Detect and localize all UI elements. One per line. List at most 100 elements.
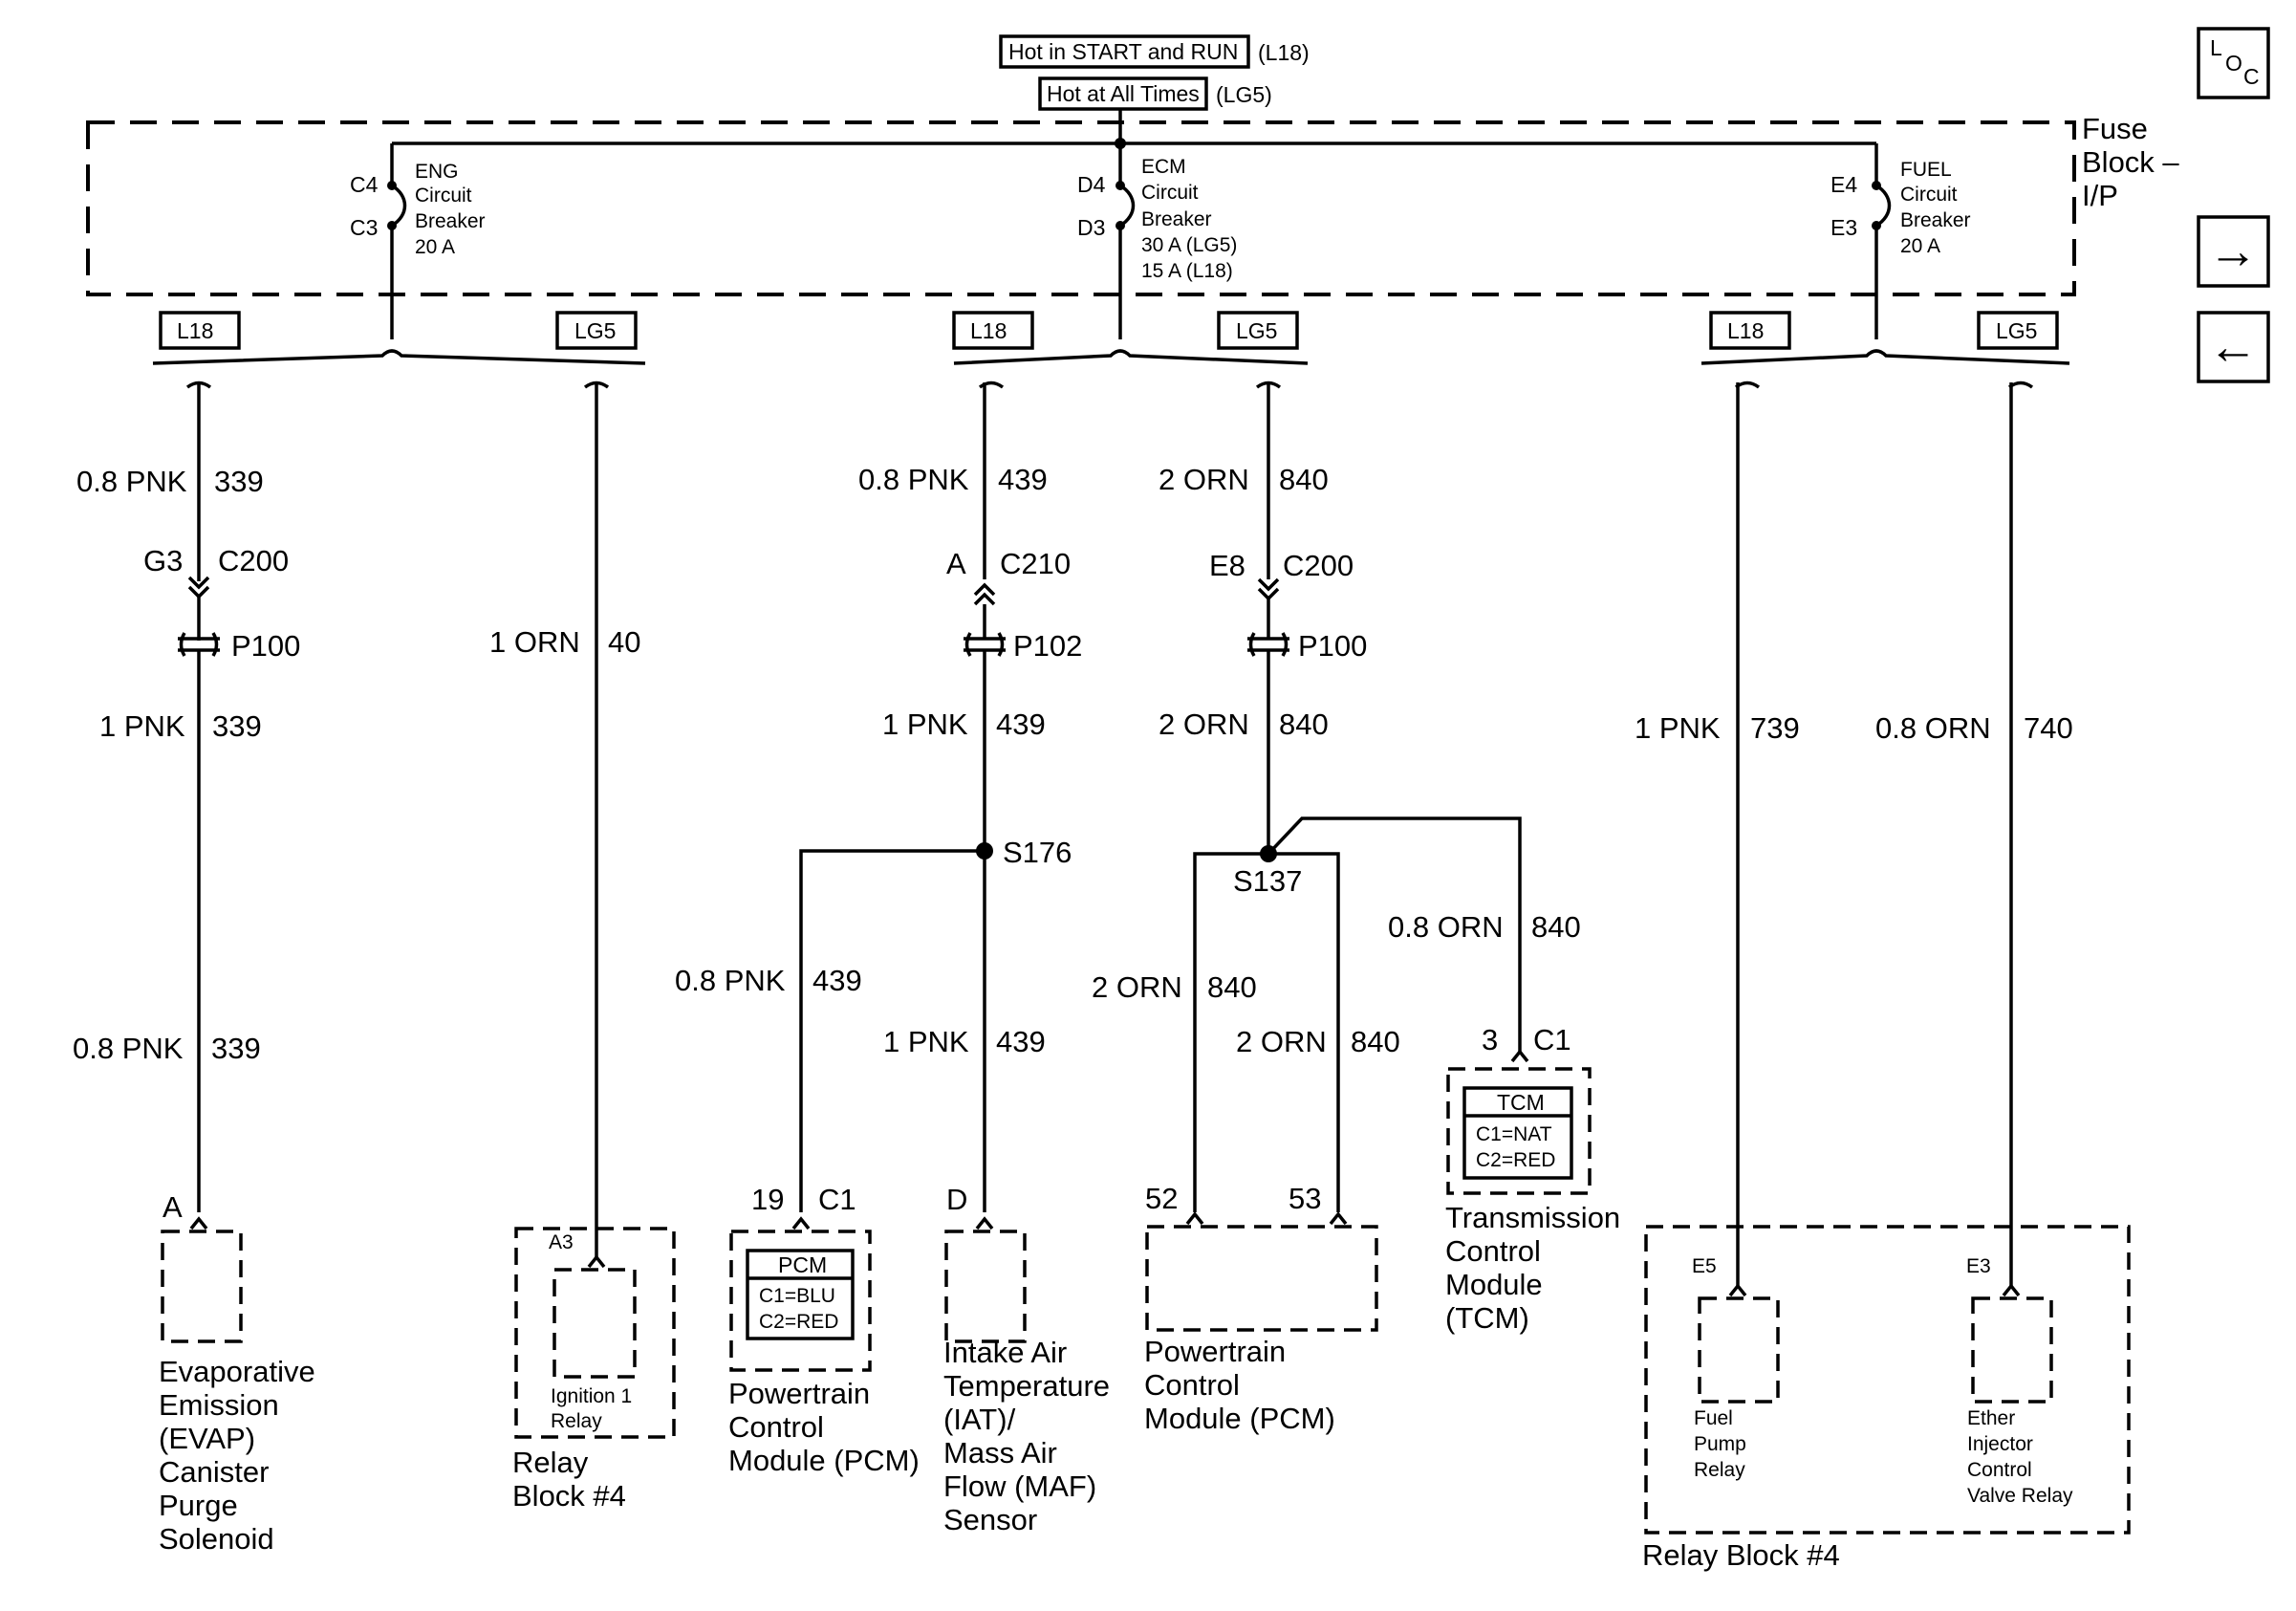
pcm1-component-box (729, 1230, 872, 1372)
relay-block-name: Relay Block #4 (1642, 1538, 1840, 1572)
c210-connector-icon (973, 582, 996, 606)
ecm-label-2: Circuit (1141, 182, 1199, 204)
arrow-left-icon: ← (2208, 319, 2258, 375)
iat-name-1: Intake Air (943, 1336, 1067, 1369)
pcm2-component-box (1145, 1225, 1378, 1332)
eng-top-pin: C4 (350, 172, 379, 197)
relay-block-small-name-2: Block #4 (512, 1479, 626, 1513)
fuel-pump-relay-name-2: Pump (1694, 1433, 1746, 1455)
ecm-label-1: ECM (1141, 156, 1186, 178)
iat-name-6: Sensor (943, 1503, 1037, 1536)
fuse-block-outline (86, 120, 2076, 296)
next-page-button[interactable]: → (2197, 215, 2270, 288)
tag-lg5-3-text: LG5 (1996, 318, 2037, 343)
iat-name-3: (IAT)/ (943, 1403, 1016, 1436)
pcm1-tag: PCM (778, 1252, 827, 1277)
tag-l18-2-text: L18 (970, 318, 1007, 343)
w7-circuit: 439 (812, 964, 862, 997)
location-view-button[interactable]: L O C (2197, 27, 2270, 99)
fuel-top-pin: E4 (1830, 172, 1857, 197)
iat-name-4: Mass Air (943, 1436, 1057, 1469)
pcm2-terminal-b-icon (1329, 1211, 1348, 1226)
iat-name-5: Flow (MAF) (943, 1469, 1096, 1503)
c210-label: C210 (1000, 547, 1071, 580)
w9-gauge: 2 ORN (1159, 463, 1249, 496)
fuel-pump-relay-name-1: Fuel (1694, 1407, 1733, 1429)
pcm1-name-1: Powertrain (728, 1377, 870, 1410)
c200-b-connector-icon (1257, 577, 1280, 601)
tcm-terminal-icon (1510, 1049, 1529, 1063)
fuse-block-name-2: Block – (2082, 145, 2179, 179)
w1-circuit: 339 (214, 465, 264, 498)
tcm-component-box (1446, 1067, 1592, 1195)
pcm1-name-2: Control (728, 1410, 824, 1444)
hot-all-times-code: (LG5) (1216, 82, 1272, 107)
pcm1-c1: C1=BLU (759, 1285, 835, 1307)
pcm1-terminal-icon (791, 1216, 811, 1230)
tag-l18-1-text: L18 (177, 318, 213, 343)
hot-start-run-code: (L18) (1258, 40, 1310, 65)
loc-icon-o: O (2225, 51, 2242, 76)
ether-relay-box (1971, 1296, 2053, 1404)
tag-lg5-2 (1217, 311, 1299, 350)
eng-bottom-pin: C3 (350, 215, 378, 240)
fuel-pump-relay-terminal-icon (1728, 1283, 1747, 1297)
fuel-pump-relay-name-3: Relay (1694, 1459, 1745, 1481)
w12-gauge: 2 ORN (1236, 1025, 1327, 1058)
evap-terminal-icon (189, 1216, 208, 1230)
eng-label-3: Breaker (415, 210, 486, 232)
loc-icon-frame (2197, 27, 2270, 99)
s176-label: S176 (1003, 836, 1072, 869)
tag-lg5-1 (555, 311, 638, 350)
ecm-label-3: Breaker (1141, 208, 1212, 230)
pcm2-pin-b: 53 (1289, 1182, 1321, 1215)
ecm-bottom-pin: D3 (1077, 215, 1105, 240)
w10-gauge: 2 ORN (1159, 708, 1249, 741)
s137-label: S137 (1233, 864, 1302, 898)
previous-page-button[interactable]: ← (2197, 311, 2270, 383)
tcm-c2: C2=RED (1476, 1149, 1555, 1171)
relay-block-4-outline (1644, 1225, 2131, 1535)
c210-pin: A (946, 547, 966, 580)
tag-l18-3 (1709, 311, 1791, 350)
tag-l18-2 (952, 311, 1034, 350)
ign-relay-pin: A3 (549, 1231, 574, 1253)
wire-439-branch (799, 849, 985, 1212)
w7-gauge: 0.8 PNK (675, 964, 786, 997)
iat-terminal-icon (975, 1216, 994, 1230)
ecm-top-pin: D4 (1077, 172, 1106, 197)
evap-name-2: Emission (159, 1388, 279, 1422)
arrow-right-icon: → (2208, 224, 2258, 279)
iat-pin: D (946, 1183, 967, 1216)
w8-circuit: 439 (996, 1025, 1046, 1058)
ign-relay-name-2: Relay (551, 1410, 602, 1432)
loc-icon-l: L (2210, 35, 2222, 60)
ecm-breaker-symbol (1118, 184, 1136, 228)
iat-component-box (944, 1230, 1027, 1343)
fuse-block-name-1: Fuse (2082, 112, 2148, 145)
ecm-label-4: 30 A (LG5) (1141, 234, 1237, 256)
ign-relay-box (552, 1268, 637, 1379)
hot-all-times-label: Hot at All Times (1047, 81, 1200, 106)
hot-start-run-box (999, 34, 1250, 69)
w14-gauge: 1 PNK (1635, 711, 1721, 745)
evap-name-1: Evaporative (159, 1355, 315, 1388)
pcm1-tag-box (746, 1249, 855, 1340)
p100-a-label: P100 (231, 629, 300, 663)
prev-arrow-frame (2197, 311, 2270, 383)
tag-lg5-3 (1977, 311, 2059, 350)
w8-gauge: 1 PNK (883, 1025, 969, 1058)
evap-name-5: Purge (159, 1489, 238, 1522)
tcm-name-4: (TCM) (1445, 1301, 1529, 1335)
wire-840-tcm-branch (1267, 816, 1522, 1052)
c200-a-label: C200 (218, 544, 289, 577)
wire-start-3 (978, 381, 1005, 389)
w4-gauge: 1 ORN (489, 625, 580, 659)
c200-pin-e8: E8 (1209, 549, 1245, 582)
tcm-name-2: Control (1445, 1234, 1541, 1268)
tag-lg5-2-text: LG5 (1236, 318, 1277, 343)
tag-l18-1 (159, 311, 241, 350)
w3-circuit: 339 (211, 1032, 261, 1065)
wire-840-left-branch (1193, 852, 1268, 1212)
